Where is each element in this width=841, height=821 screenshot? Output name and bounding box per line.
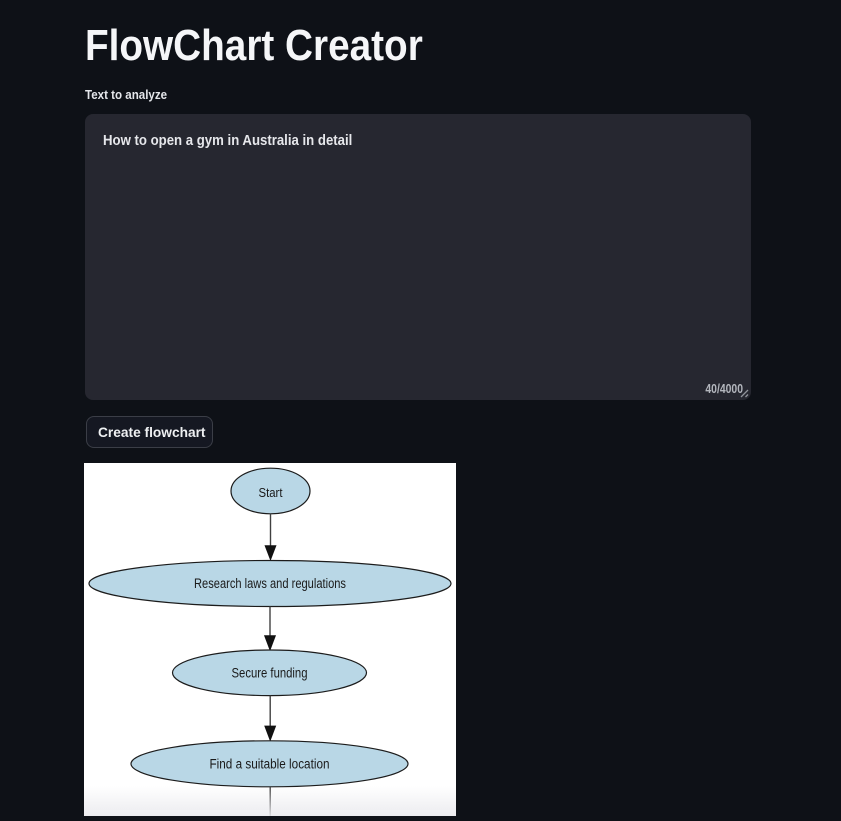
svg-text:Find a suitable location: Find a suitable location <box>210 756 330 771</box>
svg-text:Research laws and regulations: Research laws and regulations <box>194 576 346 591</box>
svg-text:Start: Start <box>259 485 283 500</box>
svg-text:Secure funding: Secure funding <box>232 665 308 680</box>
